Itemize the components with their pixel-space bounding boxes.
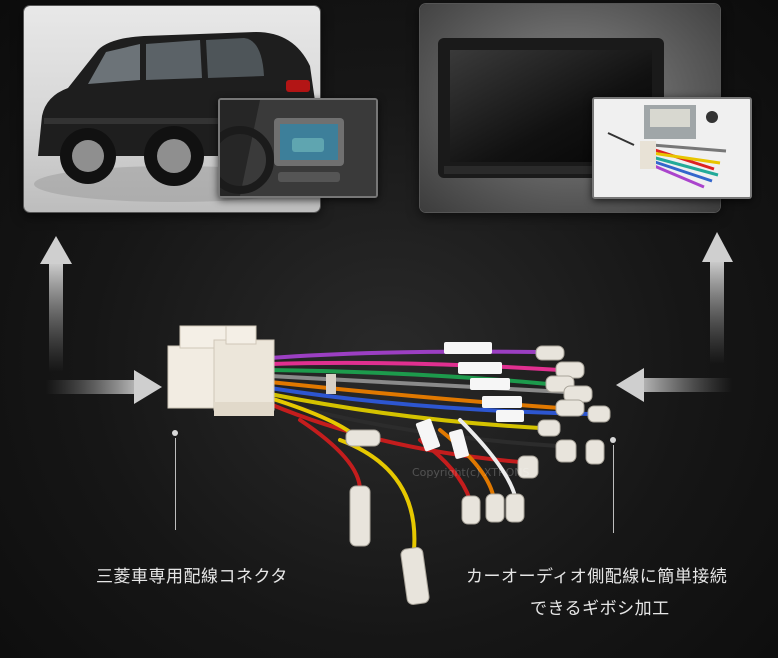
arrow-up-icon (702, 232, 733, 364)
wire-bundle (268, 349, 592, 552)
wiring-kit-illustration (594, 99, 750, 197)
right-callout-dot (610, 437, 616, 443)
terminal-sleeves (345, 345, 611, 605)
arrow-up-icon (40, 236, 72, 372)
wire-label-tags (415, 342, 524, 459)
connector-caption: 三菱車専用配線コネクタ (96, 567, 288, 587)
left-callout-dot (172, 430, 178, 436)
watermark-text: Copyright(c) XTRONS (412, 466, 530, 479)
arrow-left-icon (616, 368, 732, 402)
right-callout-line (613, 445, 614, 533)
terminal-caption-line2: できるギボシ加工 (530, 599, 670, 619)
harness-connector (167, 325, 336, 416)
arrow-right-icon (46, 370, 162, 404)
terminal-caption-line1: カーオーディオ側配線に簡単接続 (466, 567, 728, 587)
left-callout-line (175, 438, 176, 530)
wiring-photo-inset (592, 97, 752, 199)
dashboard-illustration (220, 100, 376, 196)
dashboard-photo-inset (218, 98, 378, 198)
